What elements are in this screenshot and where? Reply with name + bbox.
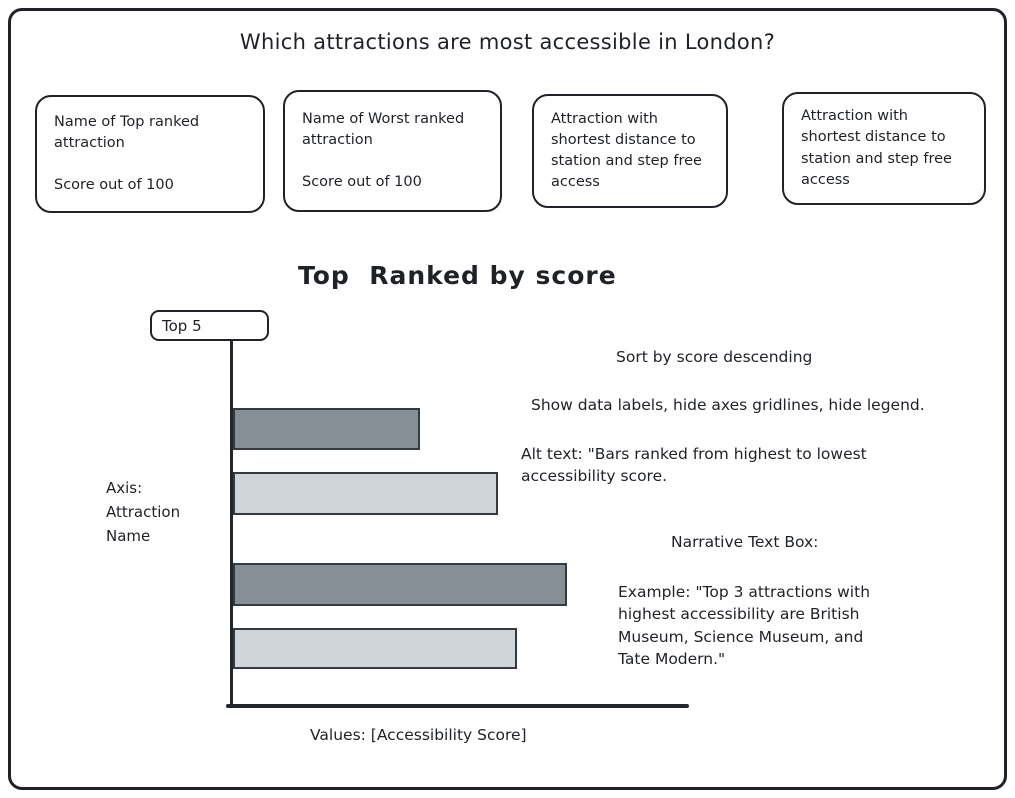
kpi-card-worst-ranked-text: Name of Worst ranked attraction Score ou… [302, 110, 465, 191]
kpi-card-shortest-distance-1-text: Attraction with shortest distance to sta… [551, 110, 702, 191]
chart-bar [233, 472, 498, 515]
annotation-narrative-heading: Narrative Text Box: [671, 533, 819, 551]
x-axis-label: Values: [Accessibility Score] [310, 726, 527, 744]
annotation-narrative-example: Example: "Top 3 attractions with highest… [618, 583, 871, 669]
chart-title: Top Ranked by score [298, 261, 617, 290]
page-title: Which attractions are most accessible in… [239, 30, 776, 54]
top5-label: Top 5 [162, 316, 202, 335]
kpi-card-shortest-distance-1: Attraction with shortest distance to sta… [532, 94, 728, 208]
chart-bar [233, 408, 420, 450]
chart-x-axis-line [226, 704, 689, 708]
kpi-card-shortest-distance-2: Attraction with shortest distance to sta… [782, 92, 986, 205]
kpi-card-top-ranked: Name of Top ranked attraction Score out … [35, 95, 265, 213]
annotation-sort-order: Sort by score descending [616, 348, 813, 366]
annotation-display-options: Show data labels, hide axes gridlines, h… [531, 396, 925, 414]
kpi-card-worst-ranked: Name of Worst ranked attraction Score ou… [283, 90, 502, 212]
y-axis-label: Axis: Attraction Name [106, 479, 181, 545]
kpi-card-top-ranked-text: Name of Top ranked attraction Score out … [54, 113, 200, 194]
chart-y-axis-line [230, 339, 233, 708]
chart-bar [233, 563, 567, 606]
annotation-alt-text: Alt text: "Bars ranked from highest to l… [521, 445, 867, 486]
top5-category-box: Top 5 [150, 310, 269, 341]
chart-bar [233, 628, 517, 669]
kpi-card-shortest-distance-2-text: Attraction with shortest distance to sta… [801, 108, 952, 188]
